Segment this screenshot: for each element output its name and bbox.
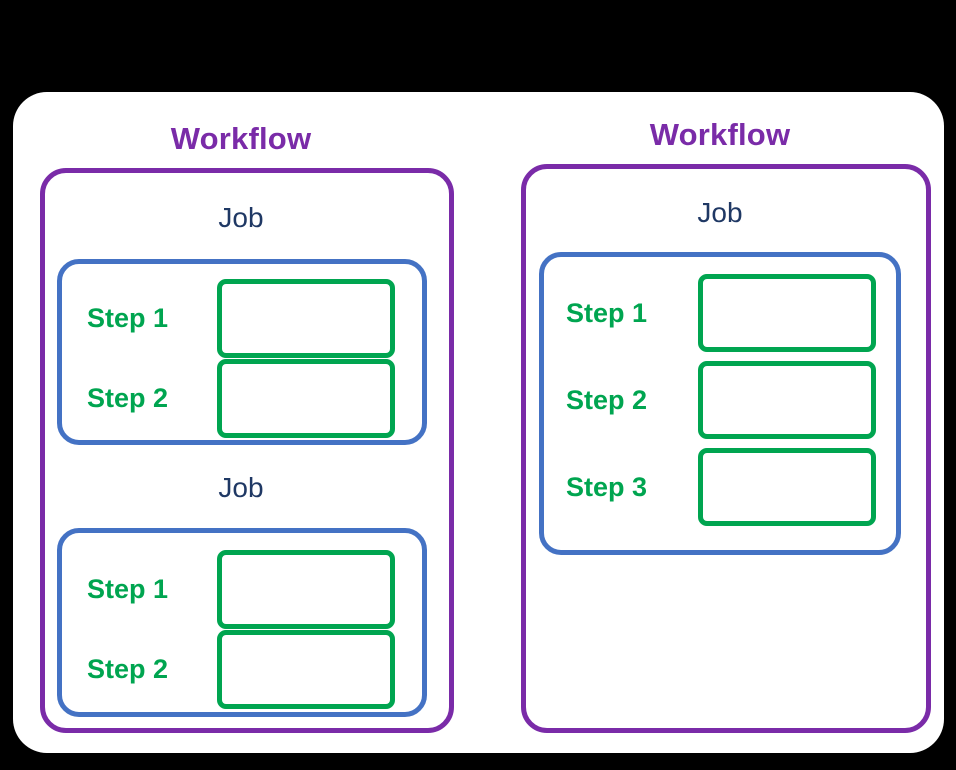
step-row-1-2-1[interactable]: Step 1 (87, 550, 417, 629)
step-label-2-1-3: Step 3 (566, 471, 648, 502)
step-box-1-1-1[interactable] (217, 279, 395, 358)
step-label-1-2-1: Step 1 (87, 574, 169, 604)
job-title-2-1: Job (697, 197, 743, 228)
step-box-2-1-2[interactable] (698, 361, 876, 439)
job-title-1-2: Job (218, 472, 264, 503)
step-row-2-1-1[interactable]: Step 1 (566, 274, 896, 352)
step-label-2-1-2: Step 2 (566, 384, 648, 415)
step-box-2-1-1[interactable] (698, 274, 876, 352)
step-box-1-1-2[interactable] (217, 359, 395, 438)
job-box-1-1[interactable]: Step 1 Step 2 (57, 259, 427, 445)
step-row-1-2-2[interactable]: Step 2 (87, 630, 417, 709)
step-row-2-1-2[interactable]: Step 2 (566, 361, 896, 439)
workflow-title-1: Workflow (170, 121, 312, 156)
step-row-1-1-1[interactable]: Step 1 (87, 279, 417, 358)
step-list-1-1: Step 1 Step 2 (62, 264, 422, 440)
workflow-box-1[interactable] (40, 168, 454, 733)
workflow-box-2[interactable] (521, 164, 931, 733)
diagram-canvas-card: Workflow Job Step 1 Step 2 (13, 92, 944, 753)
step-row-2-1-3[interactable]: Step 3 (566, 448, 896, 526)
step-box-2-1-3[interactable] (698, 448, 876, 526)
step-list-1-2: Step 1 Step 2 (62, 533, 422, 712)
step-list-2-1: Step 1 Step 2 Step 3 (544, 257, 896, 550)
job-box-2-1[interactable]: Step 1 Step 2 Step 3 (539, 252, 901, 555)
step-label-1-2-2: Step 2 (87, 654, 169, 684)
step-label-1-1-1: Step 1 (87, 303, 169, 333)
step-box-1-2-2[interactable] (217, 630, 395, 709)
job-box-1-2[interactable]: Step 1 Step 2 (57, 528, 427, 717)
job-title-1-1: Job (218, 202, 264, 233)
workflow-title-2: Workflow (649, 117, 791, 152)
step-box-1-2-1[interactable] (217, 550, 395, 629)
step-row-1-1-2[interactable]: Step 2 (87, 359, 417, 438)
step-label-1-1-2: Step 2 (87, 383, 169, 413)
step-label-2-1-1: Step 1 (566, 297, 648, 328)
